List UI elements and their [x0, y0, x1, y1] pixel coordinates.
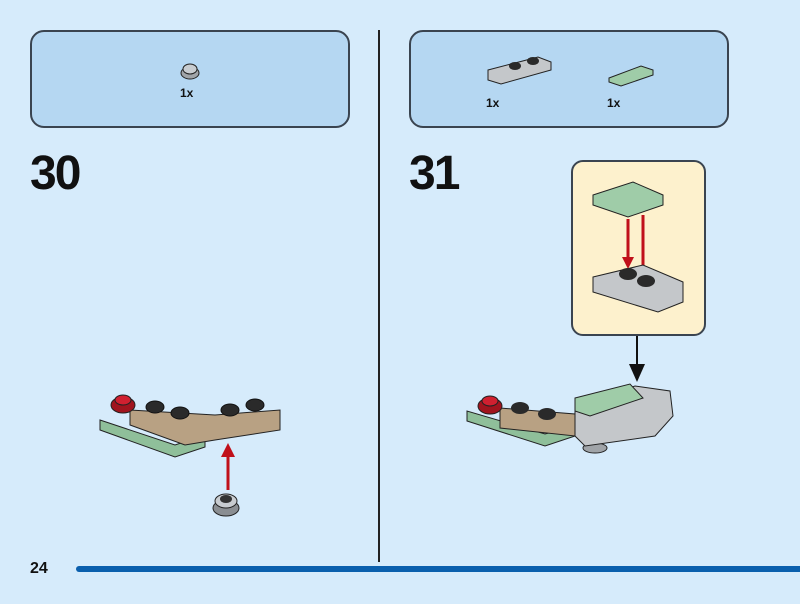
- part-quantity: 1x: [607, 96, 621, 110]
- page-number: 24: [30, 560, 48, 577]
- part-quantity: 1x: [486, 96, 500, 110]
- tile-part-icon: [608, 65, 654, 87]
- step-30-model-illustration: [99, 394, 281, 517]
- round-plate-part-icon: [180, 63, 200, 80]
- step-number: 30: [30, 147, 81, 200]
- page-footer-bar: [76, 566, 800, 572]
- sub-assembly-illustration: [592, 181, 684, 313]
- parts-list-step-30: 1x: [30, 30, 350, 128]
- step-31-model-illustration: [466, 336, 674, 454]
- step-divider: [378, 30, 380, 562]
- part-quantity: 1x: [180, 86, 194, 100]
- step-number: 31: [409, 147, 460, 200]
- plate-with-clip-part-icon: [487, 56, 552, 85]
- sub-assembly-callout: [571, 160, 706, 336]
- parts-list-step-31: 1x 1x: [409, 30, 729, 128]
